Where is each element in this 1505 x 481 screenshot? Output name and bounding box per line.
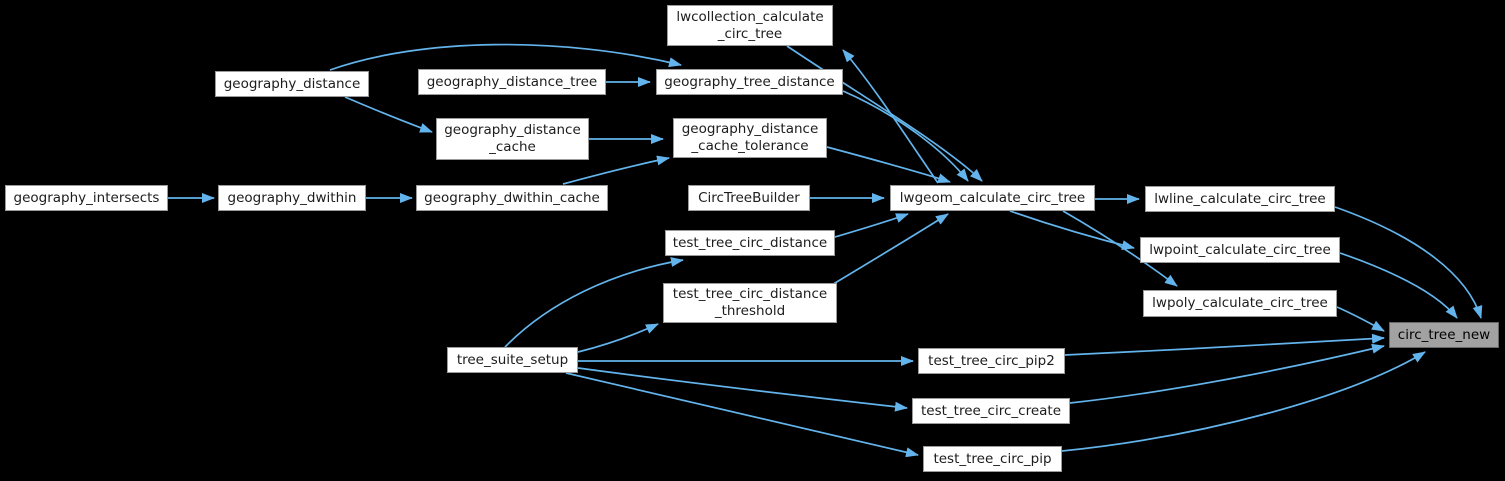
edge-tree_suite_setup-to-test_tree_circ_pip — [565, 372, 919, 458]
edge-tree_suite_setup-to-test_tree_circ_distance_threshold — [577, 323, 659, 353]
edge-geography_tree_distance-to-lwgeom_calculate_circ_tree — [842, 90, 969, 182]
node-lwpoint_calculate_circ_tree[interactable]: lwpoint_calculate_circ_tree — [1140, 237, 1340, 263]
node-label: _threshold — [714, 303, 786, 319]
node-label: lwline_calculate_circ_tree — [1154, 190, 1326, 207]
edge-lwpoly_calculate_circ_tree-to-circ_tree_new — [1336, 306, 1385, 332]
edge-test_tree_circ_distance-to-lwgeom_calculate_circ_tree — [834, 213, 909, 238]
edge-tree_suite_setup-to-test_tree_circ_create — [577, 367, 908, 412]
node-label: geography_tree_distance — [664, 73, 835, 90]
edge-test_tree_circ_distance_threshold-to-lwgeom_calculate_circ_tree — [829, 213, 949, 287]
edge-geography_distance-to-geography_tree_distance — [329, 43, 682, 71]
node-label: geography_dwithin — [227, 189, 357, 206]
node-label: lwpoint_calculate_circ_tree — [1149, 241, 1331, 258]
node-test_tree_circ_create[interactable]: test_tree_circ_create — [912, 398, 1070, 424]
node-circ_tree_new: circ_tree_new — [1389, 322, 1499, 348]
node-label: _cache — [489, 139, 536, 155]
node-label: _cache_tolerance — [691, 138, 809, 154]
node-label: geography_intersects — [13, 189, 160, 206]
node-label: lwcollection_calculate — [676, 8, 824, 25]
node-geography_distance[interactable]: geography_distance — [215, 71, 369, 97]
node-label: geography_distance — [223, 75, 361, 92]
node-label: _circ_tree — [717, 25, 783, 42]
edge-tree_suite_setup-to-test_tree_circ_distance — [504, 257, 684, 348]
node-label: tree_suite_setup — [456, 351, 569, 368]
node-lwpoly_calculate_circ_tree[interactable]: lwpoly_calculate_circ_tree — [1143, 290, 1337, 317]
node-CircTreeBuilder[interactable]: CircTreeBuilder — [688, 185, 810, 211]
edge-lwpoint_calculate_circ_tree-to-circ_tree_new — [1339, 252, 1458, 319]
edge-test_tree_circ_create-to-circ_tree_new — [1069, 343, 1385, 404]
edge-test_tree_circ_pip2-to-circ_tree_new — [1064, 333, 1385, 356]
node-label: test_tree_circ_distance — [672, 234, 828, 251]
node-geography_distance_tree[interactable]: geography_distance_tree — [418, 69, 606, 95]
node-label: geography_distance — [681, 121, 819, 137]
node-label: geography_dwithin_cache — [424, 189, 600, 206]
node-test_tree_circ_distance[interactable]: test_tree_circ_distance — [665, 230, 835, 256]
edge-lwgeom_calculate_circ_tree-to-lwpoly_calculate_circ_tree — [1062, 210, 1178, 287]
edge-geography_dwithin_cache-to-geography_distance_cache_tolerance — [562, 155, 670, 185]
node-label: geography_distance — [444, 122, 581, 138]
node-label: test_tree_circ_pip2 — [928, 352, 1055, 369]
edge-geography_distance_cache_tolerance-to-lwgeom_calculate_circ_tree — [826, 146, 951, 183]
node-label: test_tree_circ_pip — [933, 450, 1052, 467]
node-lwgeom_calculate_circ_tree[interactable]: lwgeom_calculate_circ_tree — [890, 185, 1095, 211]
edge-lwgeom_calculate_circ_tree-to-lwcollection_calculate_circ_tree — [842, 49, 939, 184]
node-test_tree_circ_distance_threshold[interactable]: test_tree_circ_distance_threshold — [663, 283, 837, 323]
node-geography_distance_cache_tolerance[interactable]: geography_distance_cache_tolerance — [673, 118, 827, 158]
node-lwline_calculate_circ_tree[interactable]: lwline_calculate_circ_tree — [1145, 186, 1335, 212]
edge-test_tree_circ_pip-to-circ_tree_new — [1061, 351, 1426, 452]
node-label: test_tree_circ_create — [920, 402, 1062, 419]
node-tree_suite_setup[interactable]: tree_suite_setup — [447, 347, 578, 373]
node-label: CircTreeBuilder — [698, 189, 800, 206]
node-label: test_tree_circ_distance — [672, 286, 828, 302]
edge-lwline_calculate_circ_tree-to-circ_tree_new — [1334, 206, 1483, 319]
node-geography_tree_distance[interactable]: geography_tree_distance — [656, 69, 843, 95]
node-label: geography_distance_tree — [426, 73, 598, 90]
node-label: circ_tree_new — [1397, 326, 1491, 343]
node-geography_distance_cache[interactable]: geography_distance_cache — [436, 118, 589, 160]
edge-lwcollection_calculate_circ_tree-to-lwgeom_calculate_circ_tree — [786, 45, 983, 182]
edge-geography_distance-to-geography_distance_cache — [344, 96, 433, 133]
node-test_tree_circ_pip[interactable]: test_tree_circ_pip — [923, 446, 1062, 472]
node-label: lwgeom_calculate_circ_tree — [899, 189, 1086, 206]
node-lwcollection_calculate_circ_tree[interactable]: lwcollection_calculate_circ_tree — [667, 5, 833, 46]
edge-lwgeom_calculate_circ_tree-to-lwpoint_calculate_circ_tree — [1009, 210, 1135, 250]
node-geography_dwithin_cache[interactable]: geography_dwithin_cache — [416, 185, 608, 211]
node-label: lwpoly_calculate_circ_tree — [1152, 295, 1328, 311]
node-geography_dwithin[interactable]: geography_dwithin — [218, 185, 366, 211]
node-test_tree_circ_pip2[interactable]: test_tree_circ_pip2 — [918, 348, 1065, 374]
node-geography_intersects[interactable]: geography_intersects — [5, 185, 168, 211]
